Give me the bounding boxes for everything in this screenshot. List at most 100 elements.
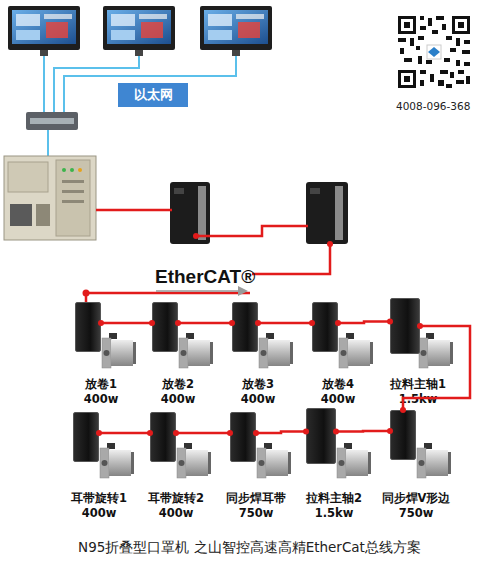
bus-cable: [256, 432, 306, 433]
qr-logo: [427, 45, 441, 59]
servo-motor: [259, 333, 293, 368]
switch-ports: [30, 118, 74, 124]
ethercat-wire: [96, 209, 172, 212]
power-rating: 750w: [216, 506, 296, 520]
bus-cable: [258, 322, 312, 325]
bus-cable: [338, 322, 390, 323]
servo-motor: [337, 443, 371, 478]
power-rating: 400w: [138, 392, 218, 406]
network-label: 以太网: [134, 86, 173, 104]
qr-code: [398, 16, 470, 88]
bus-connector: [173, 430, 233, 436]
qr-modules: [398, 16, 470, 88]
servo-motor: [177, 443, 211, 478]
diagram-caption: N95折叠型口罩机 之山智控高速高精EtherCat总线方案: [0, 539, 499, 557]
qr-finder: [404, 76, 410, 82]
bus-connector: [255, 320, 315, 326]
plc-body: [4, 156, 96, 240]
axis-name: 拉料主轴1: [378, 377, 458, 391]
qr-background: [398, 16, 470, 88]
plc-led: [78, 168, 82, 172]
qr-finder: [401, 73, 413, 85]
power-rating: 400w: [136, 506, 216, 520]
bus-cable: [99, 432, 150, 435]
power-rating: 400w: [59, 506, 139, 520]
ethercat-wire: [86, 293, 250, 302]
axis-name: 放卷1: [61, 377, 141, 391]
hmi-monitor: [8, 6, 80, 56]
io-module: [170, 182, 210, 244]
bus-logo: EtherCAT®: [155, 266, 255, 288]
io-strip: [335, 186, 343, 240]
bus-connector: [335, 319, 393, 326]
bus-cable: [176, 432, 230, 435]
servo-drive: 放卷3400w: [232, 302, 258, 352]
ethercat-wire: [196, 226, 308, 236]
plc-slot: [62, 200, 84, 203]
qr-finder: [401, 19, 413, 31]
servo-drive: 同步焊耳带750w: [230, 412, 256, 462]
axis-name: 耳带旋转1: [59, 491, 139, 505]
axis-name: 拉料主轴2: [294, 491, 374, 505]
qr-finder: [455, 19, 467, 31]
servo-drive: 耳带旋转1400w: [73, 412, 99, 462]
plc-slot: [62, 190, 84, 193]
plc-terminal: [10, 204, 32, 226]
servo-motor: [339, 333, 373, 368]
servo-motor: [419, 333, 453, 368]
servo-motor: [417, 443, 451, 478]
wire-dot: [83, 290, 90, 297]
servo-drive: 耳带旋转2400w: [150, 412, 176, 462]
bus-cable: [178, 322, 232, 325]
plc-panel: [56, 160, 90, 236]
servo-motor: [179, 333, 213, 368]
power-rating: 400w: [61, 392, 141, 406]
servo-drive: 放卷4400w: [312, 302, 338, 352]
bus-connector: [96, 430, 153, 436]
qr-finder: [404, 22, 410, 28]
ethernet-wire: [43, 56, 45, 112]
bus-connector: [98, 320, 155, 326]
power-rating: 750w: [376, 506, 456, 520]
plc-controller: [4, 156, 96, 240]
io-module: [306, 182, 348, 244]
hmi-monitor: [103, 6, 175, 56]
servo-motor: [102, 333, 136, 368]
logo-arrow: [238, 286, 248, 296]
ethernet-wire: [47, 130, 49, 156]
wire-dot: [193, 233, 199, 239]
axis-name: 放卷2: [138, 377, 218, 391]
plc-slot: [62, 180, 84, 183]
power-rating: 1.5kw: [378, 392, 458, 406]
ethernet-wire: [44, 56, 236, 156]
network-band: 以太网: [118, 83, 188, 107]
servo-drive: 放卷2400w: [152, 302, 178, 352]
io-strip: [198, 186, 206, 240]
power-rating: 1.5kw: [294, 506, 374, 520]
bus-connector: [175, 320, 235, 326]
ethercat-wire: [252, 244, 330, 274]
logo-underline: [156, 290, 238, 292]
phone-number: 4008-096-368: [396, 100, 470, 112]
axis-name: 同步焊耳带: [216, 491, 296, 505]
servo-drive: 同步焊V形边750w: [390, 410, 416, 460]
servo-motor: [100, 443, 134, 478]
hmi-monitor: [200, 6, 272, 56]
qr-finder: [458, 22, 464, 28]
ethernet-wire: [64, 56, 236, 112]
power-rating: 400w: [218, 392, 298, 406]
servo-drive: 放卷1400w: [75, 302, 101, 352]
plc-led: [70, 168, 74, 172]
plc-led: [62, 168, 66, 172]
qr-logo: [428, 47, 440, 57]
io-body: [306, 182, 348, 244]
switch-body: [26, 112, 78, 130]
bus-connector: [333, 428, 393, 435]
servo-drive: 拉料主轴11.5kw: [390, 298, 420, 354]
io-port: [310, 188, 320, 194]
plc-panel: [8, 162, 48, 192]
io-body: [170, 182, 210, 244]
bus-cable: [336, 430, 390, 433]
axis-name: 耳带旋转2: [136, 491, 216, 505]
